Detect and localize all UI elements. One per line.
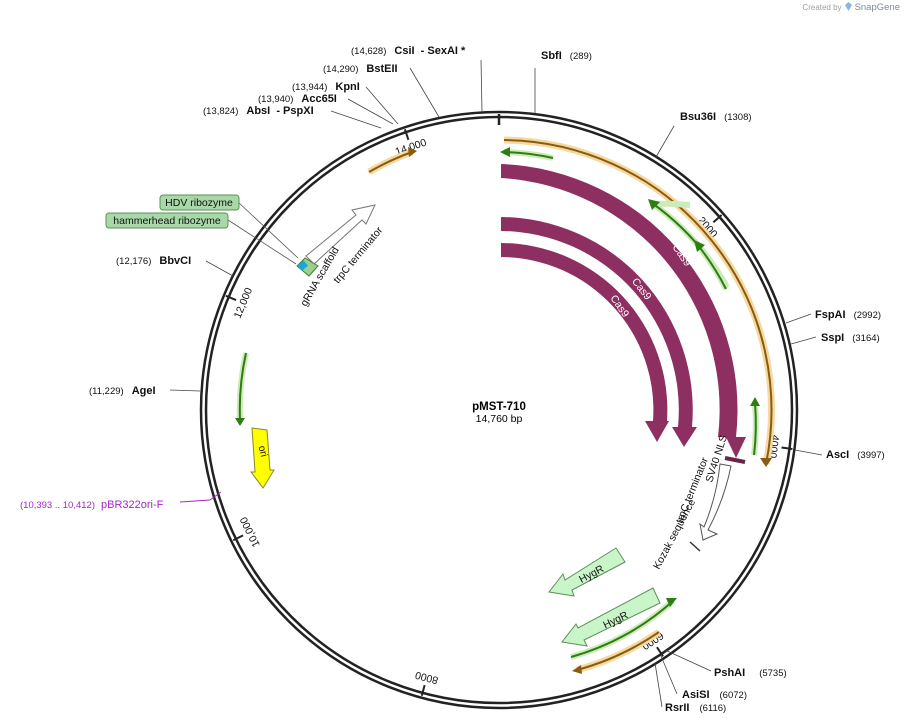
tick-label: 10,000 [238, 515, 263, 549]
tick-label: 8000 [414, 669, 440, 687]
plasmid-name: pMST-710 [472, 401, 526, 413]
site-bbvci[interactable]: (12,176)BbvCI [116, 255, 191, 267]
tick-mark [225, 294, 237, 302]
tick-mark [420, 684, 426, 697]
hammerhead-ribozyme-leader [227, 219, 297, 265]
orange-feature-right [503, 139, 773, 465]
site-sbfi[interactable]: SbfI(289) [541, 50, 592, 62]
kozak-sequence-feature [689, 541, 701, 552]
site-bsu36i[interactable]: Bsu36I(1308) [680, 111, 752, 123]
green-arrow-1-head [500, 147, 510, 157]
site-kpni[interactable]: (13,944)KpnI [292, 81, 360, 93]
hdv-ribozyme-box [159, 194, 240, 211]
created-by-text: Created by [802, 3, 842, 12]
green-arrow-6-head [235, 418, 245, 426]
snapgene-branding: Created by SnapGene [802, 2, 900, 13]
site-sspi[interactable]: SspI(3164) [821, 332, 880, 344]
hammerhead-ribozyme-box [105, 212, 229, 229]
tick-mark [403, 129, 410, 141]
orange-feature-topleft-head [408, 147, 417, 157]
ori-feature [250, 427, 275, 489]
tick-mark [712, 214, 723, 223]
hdv-ribozyme-label: HDV ribozyme [165, 197, 233, 209]
trpc-terminator-left-feature [305, 204, 376, 265]
site-fspai[interactable]: FspAI(2992) [815, 309, 881, 321]
site-asisi[interactable]: AsiSI(6072) [682, 689, 747, 701]
hdv-ribozyme-leader [237, 201, 299, 259]
plasmid-length: 14,760 bp [476, 413, 523, 425]
site-rsrii[interactable]: RsrII(6116) [665, 702, 726, 714]
restriction-site-labels: SbfI(289) Bsu36I(1308) FspAI(2992) SspI(… [89, 45, 885, 714]
site-pshai[interactable]: PshAI(5735) [714, 667, 787, 679]
site-csii-sexai[interactable]: (14,628)CsiI - SexAI * [351, 45, 466, 57]
cas9-feature-3 [501, 243, 669, 442]
snapgene-logo-icon [844, 2, 852, 13]
tick-label: 12,000 [232, 286, 256, 320]
orange-feature-bottom-head [572, 665, 582, 674]
site-leaders [169, 59, 823, 708]
tick-mark [656, 646, 664, 657]
green-arrow-4-head [750, 397, 760, 406]
site-absi-pspxi[interactable]: (13,824)AbsI - PspXI [203, 105, 314, 117]
green-arrow-2-head [648, 199, 660, 210]
site-agei[interactable]: (11,229)AgeI [89, 385, 156, 397]
primer-pbr322ori-f[interactable]: (10,393 .. 10,412)pBR322ori-F [20, 499, 164, 511]
ori-label: ori [256, 445, 270, 459]
green-arrow-6 [238, 352, 247, 421]
trpc-terminator-right-feature [699, 463, 732, 541]
kozak-sequence-label: Kozak sequence [651, 497, 698, 571]
primer-leader-2 [179, 499, 211, 503]
backbone-outer-ring [199, 110, 799, 710]
hygr-feature-1 [548, 547, 626, 597]
green-arrow-5-head [666, 598, 677, 607]
site-asci[interactable]: AscI(3997) [826, 449, 885, 461]
tick-mark [232, 534, 244, 542]
sv40-nls-feature [724, 456, 746, 464]
ribozyme-marker [297, 260, 308, 271]
orange-feature-bottom [576, 631, 660, 671]
site-bsteii[interactable]: (14,290)BstEII [323, 63, 398, 75]
green-arrow-3-head [694, 240, 705, 252]
cas9-feature-1 [501, 164, 746, 458]
hygr-feature-2 [561, 587, 661, 647]
tick-mark [781, 446, 793, 450]
hammerhead-ribozyme-label: hammerhead ribozyme [113, 215, 221, 227]
orange-feature-right-arrowhead [760, 458, 772, 467]
site-acc65i[interactable]: (13,940)Acc65I [258, 93, 337, 105]
green-arrow-5 [570, 600, 674, 658]
primer-leader [209, 491, 222, 501]
snapgene-wordmark: SnapGene [854, 2, 900, 13]
